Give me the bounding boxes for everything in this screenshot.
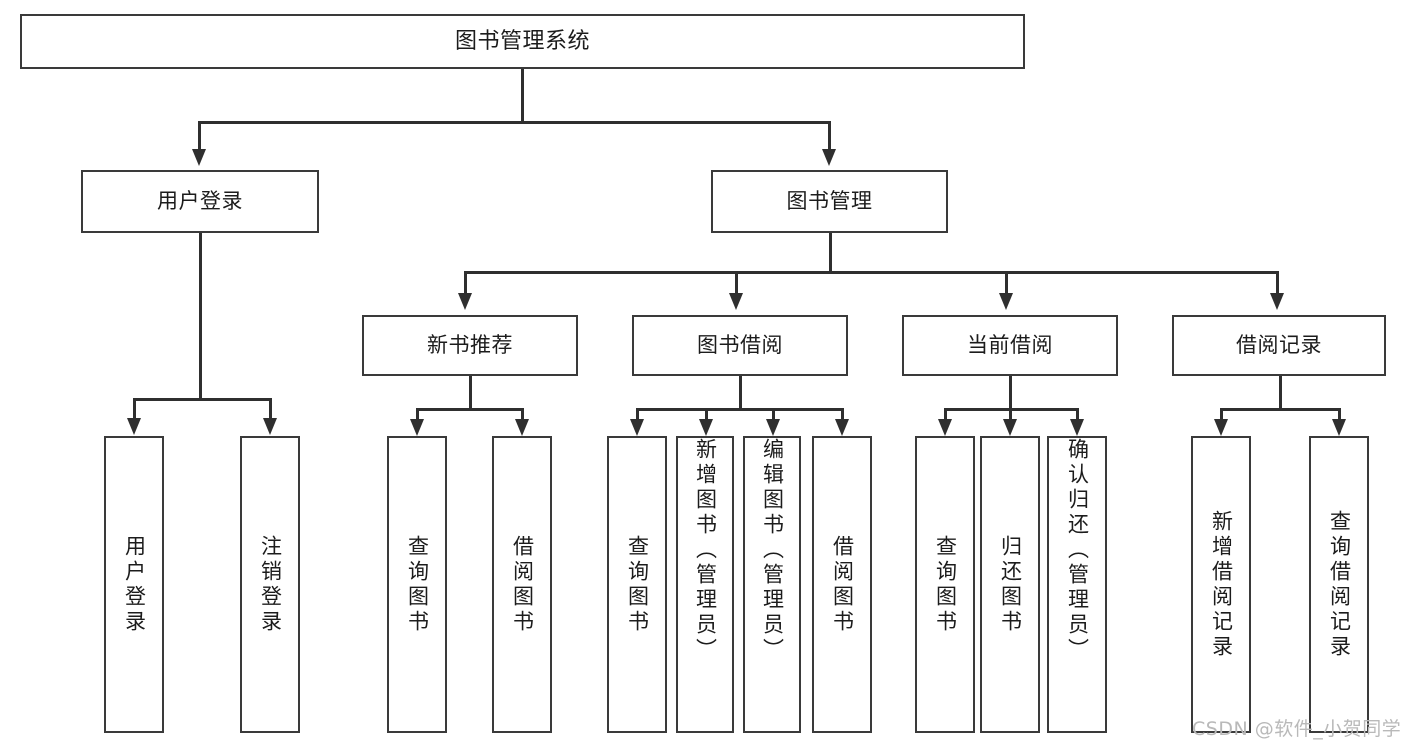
node-new-book-recommend-label: 新书推荐	[427, 333, 513, 358]
node-leaf-borrow-book-1[interactable]: 借阅图书	[492, 436, 552, 733]
arrow-borrow-record	[1270, 293, 1284, 310]
node-leaf-query-record[interactable]: 查询借阅记录	[1309, 436, 1369, 733]
connector-borrow-record-stem	[1279, 376, 1282, 410]
node-root[interactable]: 图书管理系统	[20, 14, 1025, 69]
connector-drop-leaf-query-book-2	[636, 408, 639, 419]
node-current-borrow[interactable]: 当前借阅	[902, 315, 1118, 376]
node-leaf-confirm-return-label: 确认归还（管理员）	[1065, 438, 1090, 663]
arrow-leaf-borrow-book-2	[835, 419, 849, 436]
connector-drop-book-manage	[828, 121, 831, 149]
connector-new-book-recommend-stem	[469, 376, 472, 410]
node-current-borrow-label: 当前借阅	[967, 333, 1053, 358]
arrow-leaf-add-record	[1214, 419, 1228, 436]
node-leaf-logout-login[interactable]: 注销登录	[240, 436, 300, 733]
connector-drop-leaf-confirm-return	[1076, 408, 1079, 419]
connector-book-manage-stem	[829, 233, 832, 273]
connector-drop-leaf-return-book	[1009, 408, 1012, 419]
connector-drop-current-borrow	[1005, 271, 1008, 293]
node-leaf-add-record[interactable]: 新增借阅记录	[1191, 436, 1251, 733]
arrow-leaf-borrow-book-1	[515, 419, 529, 436]
connector-drop-leaf-add-record	[1220, 408, 1223, 419]
connector-bus-new-book-recommend-leaves	[416, 408, 523, 411]
node-borrow-record[interactable]: 借阅记录	[1172, 315, 1386, 376]
arrow-leaf-add-book	[699, 419, 713, 436]
arrow-user-login	[192, 149, 206, 166]
node-leaf-borrow-book-2[interactable]: 借阅图书	[812, 436, 872, 733]
connector-drop-leaf-logout-login	[269, 398, 272, 418]
node-borrow-record-label: 借阅记录	[1236, 333, 1322, 358]
node-leaf-query-book-1[interactable]: 查询图书	[387, 436, 447, 733]
node-leaf-query-book-3-label: 查询图书	[933, 534, 958, 635]
node-leaf-query-book-3[interactable]: 查询图书	[915, 436, 975, 733]
node-leaf-query-record-label: 查询借阅记录	[1327, 509, 1352, 660]
connector-drop-leaf-user-login	[133, 398, 136, 418]
node-leaf-user-login-label: 用户登录	[122, 534, 147, 635]
node-leaf-logout-login-label: 注销登录	[258, 534, 283, 635]
node-book-manage-label: 图书管理	[786, 189, 873, 214]
node-leaf-query-book-2-label: 查询图书	[625, 534, 650, 635]
node-leaf-borrow-book-2-label: 借阅图书	[830, 534, 855, 635]
connector-root-stem	[521, 69, 524, 123]
arrow-book-manage	[822, 149, 836, 166]
arrow-new-book-recommend	[458, 293, 472, 310]
arrow-leaf-query-book-3	[938, 419, 952, 436]
node-book-borrow-label: 图书借阅	[697, 333, 783, 358]
arrow-current-borrow	[999, 293, 1013, 310]
connector-drop-leaf-query-book-1	[416, 408, 419, 419]
arrow-leaf-user-login	[127, 418, 141, 435]
connector-drop-leaf-borrow-book-2	[841, 408, 844, 419]
node-leaf-query-book-1-label: 查询图书	[405, 534, 430, 635]
node-leaf-edit-book-label: 编辑图书（管理员）	[760, 438, 785, 663]
connector-current-borrow-stem	[1009, 376, 1012, 410]
arrow-book-borrow	[729, 293, 743, 310]
connector-user-login-stem	[199, 233, 202, 400]
arrow-leaf-confirm-return	[1070, 419, 1084, 436]
arrow-leaf-logout-login	[263, 418, 277, 435]
arrow-leaf-query-record	[1332, 419, 1346, 436]
connector-drop-leaf-query-record	[1338, 408, 1341, 419]
connector-bus-book-borrow-leaves	[636, 408, 843, 411]
connector-drop-leaf-add-book	[705, 408, 708, 419]
connector-drop-new-book-recommend	[464, 271, 467, 293]
arrow-leaf-edit-book	[766, 419, 780, 436]
node-leaf-add-book[interactable]: 新增图书（管理员）	[676, 436, 734, 733]
arrow-leaf-query-book-2	[630, 419, 644, 436]
arrow-leaf-return-book	[1003, 419, 1017, 436]
node-root-label: 图书管理系统	[454, 28, 590, 54]
node-leaf-add-record-label: 新增借阅记录	[1209, 509, 1234, 660]
node-leaf-user-login[interactable]: 用户登录	[104, 436, 164, 733]
node-leaf-return-book[interactable]: 归还图书	[980, 436, 1040, 733]
node-user-login-label: 用户登录	[157, 189, 243, 214]
node-leaf-add-book-label: 新增图书（管理员）	[693, 438, 718, 663]
connector-drop-book-borrow	[735, 271, 738, 293]
connector-bus-borrow-record-leaves	[1220, 408, 1340, 411]
connector-drop-leaf-borrow-book-1	[521, 408, 524, 419]
connector-drop-borrow-record	[1276, 271, 1279, 293]
node-leaf-return-book-label: 归还图书	[998, 534, 1023, 635]
node-new-book-recommend[interactable]: 新书推荐	[362, 315, 578, 376]
connector-book-borrow-stem	[739, 376, 742, 410]
connector-drop-user-login	[198, 121, 201, 149]
connector-bus-level2	[198, 121, 830, 124]
node-book-borrow[interactable]: 图书借阅	[632, 315, 848, 376]
connector-drop-leaf-query-book-3	[944, 408, 947, 419]
connector-drop-leaf-edit-book	[772, 408, 775, 419]
connector-bus-level3	[464, 271, 1278, 274]
arrow-leaf-query-book-1	[410, 419, 424, 436]
node-leaf-borrow-book-1-label: 借阅图书	[510, 534, 535, 635]
node-user-login[interactable]: 用户登录	[81, 170, 319, 233]
node-book-manage[interactable]: 图书管理	[711, 170, 948, 233]
connector-bus-user-login-leaves	[133, 398, 271, 401]
node-leaf-confirm-return[interactable]: 确认归还（管理员）	[1047, 436, 1107, 733]
node-leaf-edit-book[interactable]: 编辑图书（管理员）	[743, 436, 801, 733]
node-leaf-query-book-2[interactable]: 查询图书	[607, 436, 667, 733]
